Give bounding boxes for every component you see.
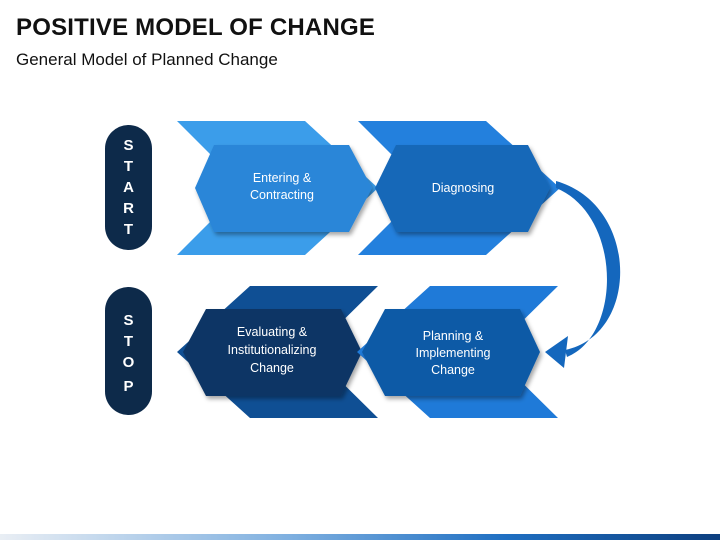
step-diagnosing: Diagnosing (358, 121, 560, 255)
step-label-line: Change (431, 363, 475, 377)
hexagon-shape (375, 145, 550, 232)
stop-letter: T (124, 333, 133, 350)
step-label-line: Entering & (253, 171, 312, 185)
hexagon-shape (362, 309, 540, 396)
start-letter: R (123, 200, 134, 217)
step-label-line: Evaluating & (237, 325, 308, 339)
start-pill: S T A R T (105, 125, 152, 250)
step-label-line: Diagnosing (432, 181, 495, 195)
curved-arrow-icon (545, 181, 621, 368)
start-letter: A (123, 179, 134, 196)
step-label-line: Implementing (415, 346, 490, 360)
start-letter: T (124, 221, 133, 238)
step-label-line: Planning & (423, 329, 484, 343)
page-subtitle: General Model of Planned Change (16, 50, 278, 69)
step-entering-contracting: Entering & Contracting (177, 121, 378, 255)
hexagon-shape (183, 309, 362, 396)
start-letter: S (123, 137, 133, 154)
page-title: POSITIVE MODEL OF CHANGE (16, 14, 376, 41)
stop-letter: O (123, 354, 135, 371)
stop-letter: S (123, 312, 133, 329)
start-letter: T (124, 158, 133, 175)
step-label-line: Change (250, 361, 294, 375)
hexagon-shape (195, 145, 372, 232)
step-evaluating-institutionalizing: Evaluating & Institutionalizing Change (177, 286, 378, 418)
step-label-line: Institutionalizing (228, 343, 317, 357)
step-label-line: Contracting (250, 188, 314, 202)
stop-pill: S T O P (105, 287, 152, 415)
stop-letter: P (123, 378, 133, 395)
step-planning-implementing: Planning & Implementing Change (357, 286, 558, 418)
footer-gradient-bar (0, 534, 720, 540)
